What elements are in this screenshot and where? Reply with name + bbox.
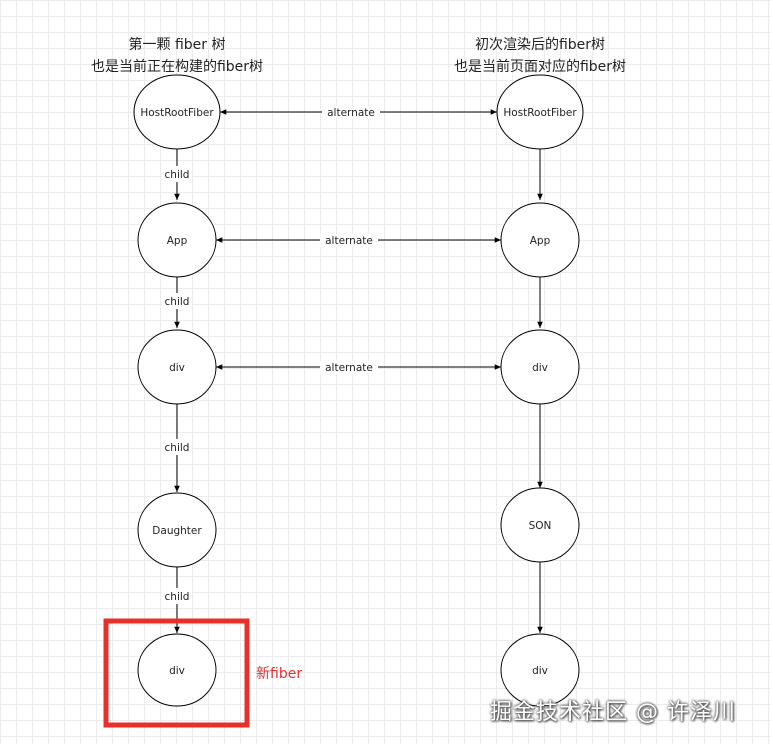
left-child-edge-3: child: [162, 404, 192, 492]
watermark: 掘金技术社区 @ 许泽川: [490, 700, 736, 725]
child-label: child: [165, 296, 190, 308]
left-tree-caption: 第一颗 fiber 树 也是当前正在构建的fiber树: [62, 34, 292, 78]
node-label: Daughter: [152, 525, 202, 537]
node-label: SON: [529, 520, 552, 532]
left-node-new-div: div: [137, 633, 217, 707]
right-caption-line-2: 也是当前页面对应的fiber树: [453, 59, 627, 75]
left-child-edge-1: child: [162, 149, 192, 200]
alternate-link-1: alternate: [220, 106, 497, 119]
left-node-hostrootfiber: HostRootFiber: [133, 74, 221, 150]
right-node-app: App: [500, 202, 580, 278]
left-caption-line-2: 也是当前正在构建的fiber树: [90, 59, 264, 75]
left-node-daughter: Daughter: [137, 492, 217, 568]
node-label: HostRootFiber: [503, 107, 577, 119]
alternate-label: alternate: [325, 235, 373, 247]
node-label: div: [169, 362, 185, 374]
alternate-label: alternate: [327, 107, 375, 119]
right-node-div: div: [500, 329, 580, 405]
new-fiber-highlight-box: [103, 618, 250, 728]
node-label: div: [532, 665, 548, 677]
right-caption-line-1: 初次渲染后的fiber树: [474, 37, 606, 53]
alternate-link-3: alternate: [216, 361, 501, 374]
node-label: App: [530, 235, 551, 247]
right-node-hostrootfiber: HostRootFiber: [496, 74, 584, 150]
child-label: child: [165, 442, 190, 454]
alternate-label: alternate: [325, 362, 373, 374]
right-tree-caption: 初次渲染后的fiber树 也是当前页面对应的fiber树: [425, 34, 655, 78]
left-caption-line-1: 第一颗 fiber 树: [128, 37, 226, 53]
left-child-edge-2: child: [162, 277, 192, 328]
left-node-div: div: [137, 329, 217, 405]
node-label: div: [169, 665, 185, 677]
node-label: div: [532, 362, 548, 374]
left-node-app: App: [137, 202, 217, 278]
node-label: App: [167, 235, 188, 247]
left-child-edge-4: child: [162, 567, 192, 633]
alternate-link-2: alternate: [216, 234, 501, 247]
child-label: child: [165, 169, 190, 181]
node-label: HostRootFiber: [140, 107, 214, 119]
child-label: child: [165, 591, 190, 603]
right-node-son: SON: [500, 487, 580, 563]
right-node-div-2: div: [500, 633, 580, 707]
new-fiber-label: 新fiber: [256, 666, 303, 682]
